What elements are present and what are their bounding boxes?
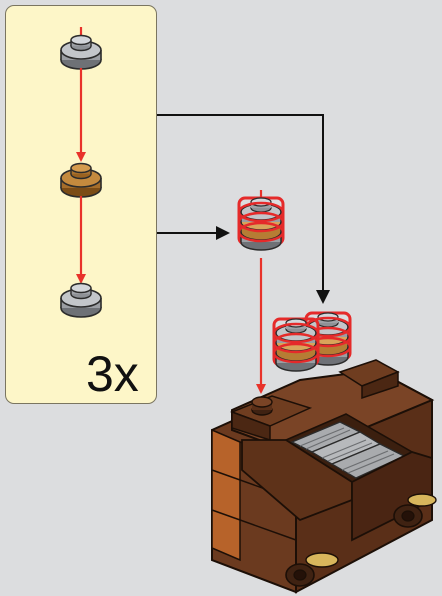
gray-round-plate-1 xyxy=(60,34,102,70)
callout-arrow-right xyxy=(157,114,330,304)
brown-model xyxy=(211,359,437,594)
stacked-plates-floating xyxy=(237,196,285,252)
stacked-plates-placed-front xyxy=(272,317,320,373)
tan-round-plate xyxy=(60,162,102,198)
multiplier-label: 3x xyxy=(86,346,139,402)
gray-round-plate-2 xyxy=(60,282,102,318)
